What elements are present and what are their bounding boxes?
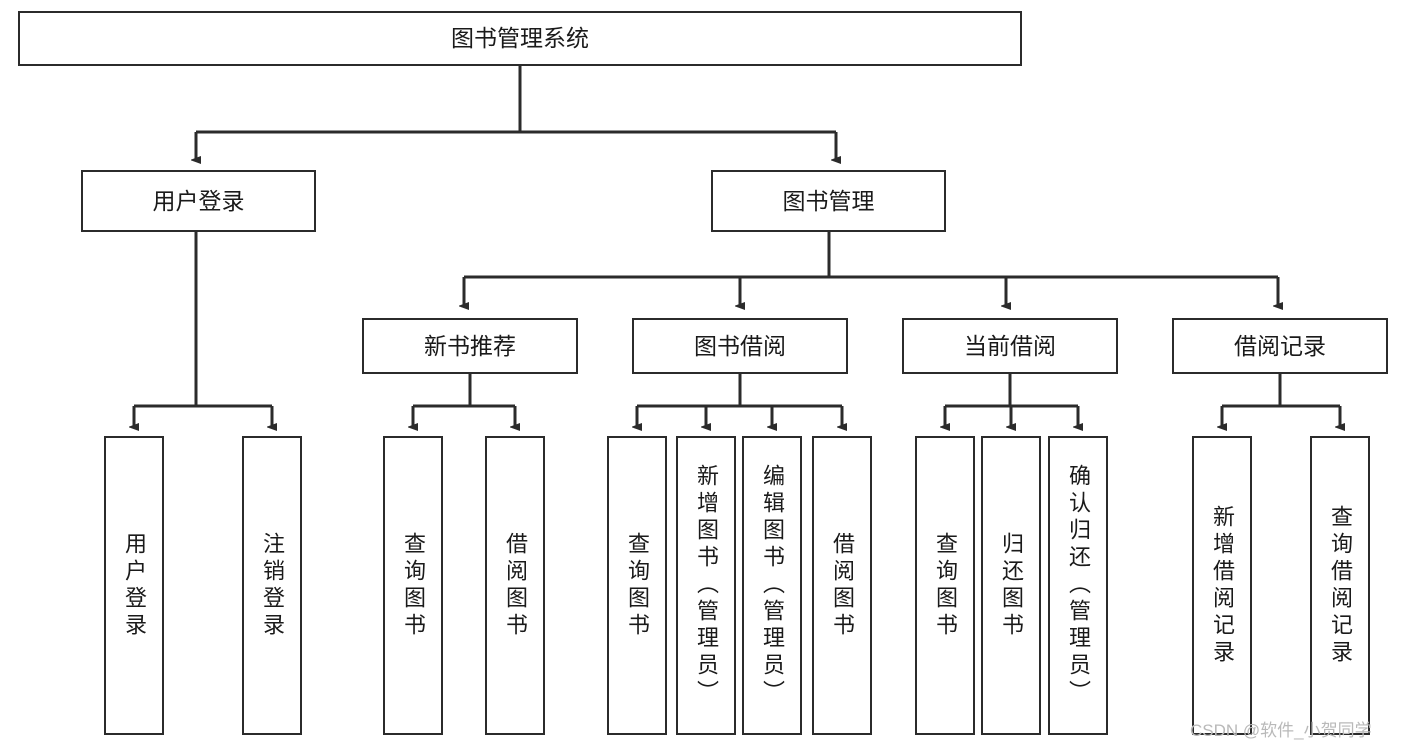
node-user-login[interactable]: 用户登录 — [81, 170, 316, 232]
node-book-borrow[interactable]: 图书借阅 — [632, 318, 848, 374]
node-current-borrow[interactable]: 当前借阅 — [902, 318, 1118, 374]
node-leaf-label: 借阅图书 — [503, 532, 528, 640]
node-leaf-label: 查询图书 — [625, 532, 650, 640]
node-leaf-borrow-edit-book[interactable]: 编辑图书（管理员） — [742, 436, 802, 735]
node-leaf-borrow-query-book[interactable]: 查询图书 — [607, 436, 667, 735]
node-borrow-record[interactable]: 借阅记录 — [1172, 318, 1388, 374]
node-leaf-current-return-book[interactable]: 归还图书 — [981, 436, 1041, 735]
csdn-watermark: CSDN @软件_小贺同学 — [1190, 721, 1372, 740]
node-borrow-record-label: 借阅记录 — [1234, 332, 1326, 359]
node-book-borrow-label: 图书借阅 — [694, 332, 786, 359]
node-new-book-recommend[interactable]: 新书推荐 — [362, 318, 578, 374]
node-leaf-label: 查询图书 — [401, 532, 426, 640]
node-leaf-label: 归还图书 — [999, 532, 1024, 640]
node-book-management[interactable]: 图书管理 — [711, 170, 946, 232]
node-leaf-label: 查询借阅记录 — [1328, 505, 1353, 667]
node-leaf-user-login-logout[interactable]: 注销登录 — [242, 436, 302, 735]
node-root[interactable]: 图书管理系统 — [18, 11, 1022, 66]
node-leaf-label: 新增借阅记录 — [1210, 505, 1235, 667]
node-leaf-label: 编辑图书（管理员） — [760, 464, 785, 707]
node-leaf-label: 用户登录 — [122, 532, 147, 640]
node-leaf-label: 查询图书 — [933, 532, 958, 640]
node-leaf-label: 新增图书（管理员） — [694, 464, 719, 707]
node-leaf-label: 注销登录 — [260, 532, 285, 640]
node-leaf-current-confirm-return[interactable]: 确认归还（管理员） — [1048, 436, 1108, 735]
node-user-login-label: 用户登录 — [152, 187, 245, 214]
node-leaf-label: 确认归还（管理员） — [1066, 464, 1091, 707]
node-leaf-recommend-borrow-book[interactable]: 借阅图书 — [485, 436, 545, 735]
node-leaf-borrow-add-book[interactable]: 新增图书（管理员） — [676, 436, 736, 735]
node-root-label: 图书管理系统 — [451, 25, 589, 52]
node-leaf-record-add-record[interactable]: 新增借阅记录 — [1192, 436, 1252, 735]
node-new-book-recommend-label: 新书推荐 — [424, 332, 516, 359]
node-book-management-label: 图书管理 — [782, 187, 875, 214]
node-leaf-record-query-record[interactable]: 查询借阅记录 — [1310, 436, 1370, 735]
node-leaf-label: 借阅图书 — [830, 532, 855, 640]
node-leaf-user-login-login[interactable]: 用户登录 — [104, 436, 164, 735]
node-current-borrow-label: 当前借阅 — [964, 332, 1056, 359]
node-leaf-recommend-query-book[interactable]: 查询图书 — [383, 436, 443, 735]
node-leaf-current-query-book[interactable]: 查询图书 — [915, 436, 975, 735]
node-leaf-borrow-borrow-book[interactable]: 借阅图书 — [812, 436, 872, 735]
